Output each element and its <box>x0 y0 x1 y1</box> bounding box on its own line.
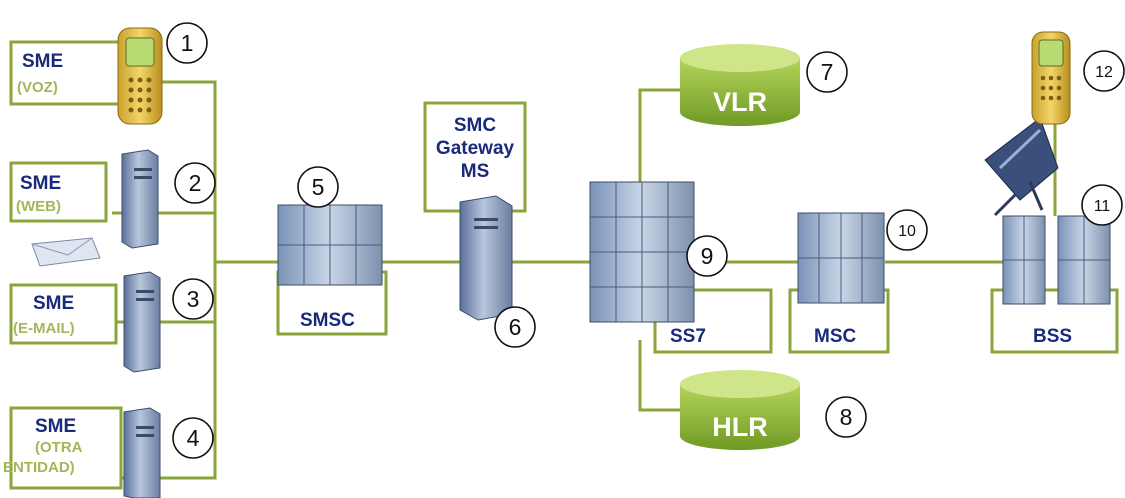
antenna-dish-icon <box>984 117 1059 217</box>
vlr-database: VLR <box>680 44 800 126</box>
sme-email-sublabel: (E-MAIL) <box>13 320 75 337</box>
sme-web-label: SME <box>20 173 61 194</box>
bss-node: BSS <box>990 215 1119 354</box>
number-3: 3 <box>187 286 200 312</box>
number-badge-9: 9 <box>686 235 728 277</box>
number-badge-4: 4 <box>172 417 214 459</box>
number-badge-7: 7 <box>806 51 848 93</box>
gateway-node: SMC Gateway MS <box>423 101 527 321</box>
number-4: 4 <box>187 425 200 451</box>
mobile-phone-icon <box>117 27 163 125</box>
email-server-icon <box>123 271 161 373</box>
sme-email-label: SME <box>33 293 74 314</box>
number-8: 8 <box>840 404 853 430</box>
smsc-label: SMSC <box>300 310 355 331</box>
number-5: 5 <box>312 174 325 200</box>
number-11: 11 <box>1094 198 1111 215</box>
connection-lines <box>112 80 1057 480</box>
sme-email: SME (E-MAIL) <box>9 283 118 345</box>
sme-web: SME (WEB) <box>9 161 108 223</box>
number-badge-5: 5 <box>297 166 339 208</box>
number-badge-6: 6 <box>494 306 536 348</box>
smsc-node: SMSC <box>276 204 388 336</box>
number-badge-8: 8 <box>825 396 867 438</box>
entity-server-icon <box>123 407 161 498</box>
sme-otra-label: SME <box>35 416 76 437</box>
sme-otra-entidad: SME (OTRA ENTIDAD) <box>3 406 123 490</box>
bss-label: BSS <box>1033 326 1072 347</box>
sme-voz-sublabel: (VOZ) <box>17 79 58 96</box>
sme-otra-sublabel-1: (OTRA <box>35 439 83 456</box>
hlr-label: HLR <box>712 412 768 442</box>
sme-voz: SME (VOZ) <box>9 40 125 106</box>
number-9: 9 <box>701 243 714 269</box>
sme-otra-sublabel-2: ENTIDAD) <box>3 459 75 476</box>
gateway-label-2: Gateway <box>436 138 515 159</box>
vlr-label: VLR <box>713 87 767 117</box>
gateway-label-1: SMC <box>454 115 497 136</box>
mobile-phone-12-icon <box>1031 31 1071 125</box>
number-2: 2 <box>189 170 202 196</box>
ss7-label: SS7 <box>670 326 706 347</box>
sme-voz-label: SME <box>22 51 63 72</box>
web-server-icon <box>121 149 159 249</box>
gateway-label-3: MS <box>461 161 490 182</box>
ss7-node: SS7 <box>589 181 773 354</box>
envelope-icon <box>31 237 101 267</box>
hlr-database: HLR <box>680 370 800 450</box>
number-badge-10: 10 <box>886 209 928 251</box>
number-badge-12: 12 <box>1083 50 1125 92</box>
number-1: 1 <box>181 30 194 56</box>
number-badge-11: 11 <box>1081 184 1123 226</box>
number-badge-1: 1 <box>166 22 208 64</box>
msc-label: MSC <box>814 326 857 347</box>
sme-web-sublabel: (WEB) <box>16 198 61 215</box>
number-badge-3: 3 <box>172 278 214 320</box>
msc-node: MSC <box>788 212 890 354</box>
number-10: 10 <box>898 223 916 240</box>
number-12: 12 <box>1095 64 1113 81</box>
number-6: 6 <box>509 314 522 340</box>
number-7: 7 <box>821 59 834 85</box>
number-badge-2: 2 <box>174 162 216 204</box>
